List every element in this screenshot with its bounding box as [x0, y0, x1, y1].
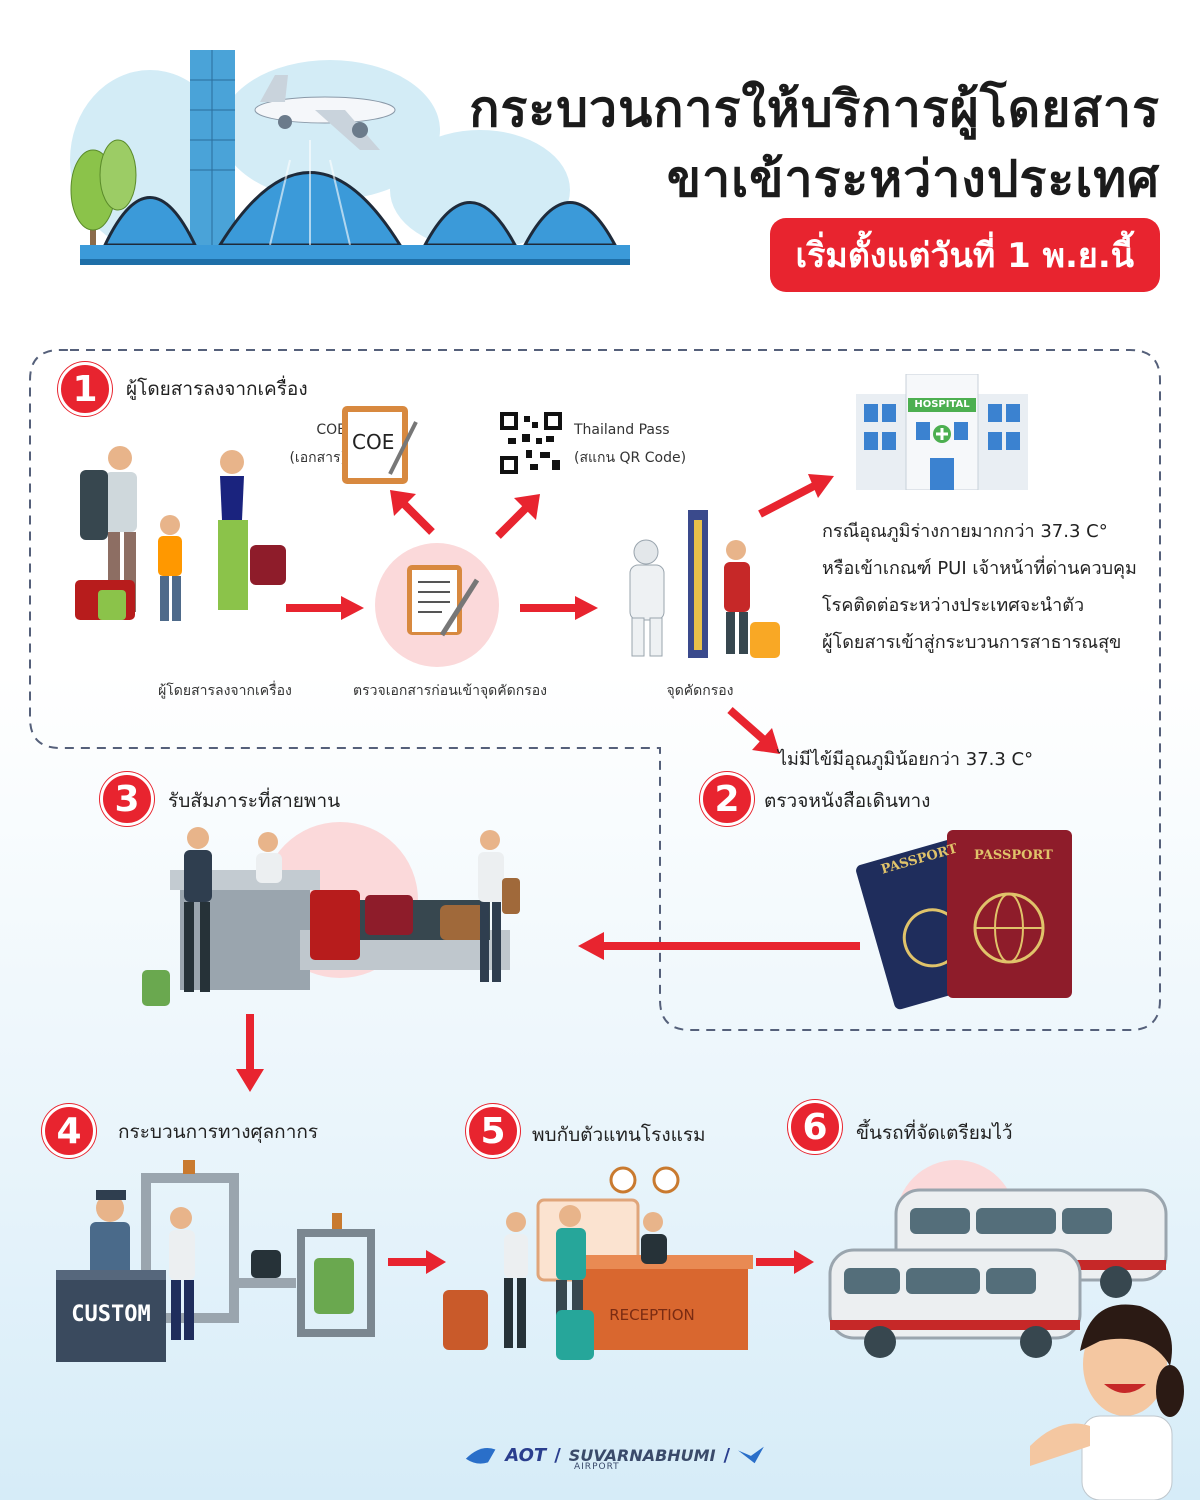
document-check-icon	[375, 543, 499, 667]
fever-note-line: กรณีอุณภูมิร่างกายมากกว่า 37.3 C°	[822, 521, 1108, 542]
flow-arrow-up-left	[390, 490, 435, 535]
coe-document-text: COE	[352, 430, 395, 454]
logo-divider: /	[554, 1444, 561, 1466]
step-2-number: 2	[700, 772, 754, 826]
step-3-number: 3	[100, 772, 154, 826]
flow-arrow-down	[236, 1014, 264, 1092]
step-6-number: 6	[788, 1100, 842, 1154]
step-1-number: 1	[58, 362, 112, 416]
van-icon	[828, 1248, 1082, 1358]
hotel-reception-illustration	[443, 1166, 753, 1360]
step-2-label: ตรวจหนังสือเดินทาง	[764, 790, 931, 812]
passengers-illustration	[75, 446, 286, 621]
coe-sublabel: (เอกสาร)	[289, 450, 346, 466]
aot-logo-text: AOT	[505, 1444, 547, 1466]
step-5-number: 5	[466, 1104, 520, 1158]
caption-screening: จุดคัดกรอง	[666, 683, 734, 699]
flow-arrow	[520, 596, 598, 620]
page-title-line1: กระบวนการให้บริการผู้โดยสาร	[469, 80, 1160, 138]
fever-note-line: ผู้โดยสารเข้าสู่กระบวนการสาธารณสุข	[822, 632, 1122, 653]
start-date-badge: เริ่มตั้งแต่วันที่ 1 พ.ย.นี้	[769, 218, 1160, 292]
step-5-label: พบกับตัวแทนโรงแรม	[532, 1124, 706, 1146]
thailand-pass-sublabel: (สแกน QR Code)	[574, 450, 687, 466]
airport-staff-character	[1030, 1304, 1184, 1500]
caption-document-check: ตรวจเอกสารก่อนเข้าจุดคัดกรอง	[353, 683, 547, 699]
airplane-icon	[254, 75, 396, 150]
passport-back-text: PASSPORT	[974, 848, 1053, 863]
flow-arrow-left	[578, 932, 860, 960]
thailand-pass-label: Thailand Pass	[574, 422, 670, 438]
passports-icon	[856, 830, 1072, 1010]
flow-arrow-up-right	[495, 494, 540, 539]
coe-document-icon	[342, 406, 418, 484]
airport-logo-subtext: AIRPORT	[574, 1462, 620, 1472]
page-title-line2: ขาเข้าระหว่างประเทศ	[666, 150, 1160, 208]
logo-divider: /	[723, 1444, 731, 1466]
tree-icon	[70, 139, 137, 260]
step-1-label: ผู้โดยสารลงจากเครื่อง	[126, 378, 308, 400]
baggage-claim-illustration	[142, 822, 520, 1006]
fever-note: กรณีอุณภูมิร่างกายมากกว่า 37.3 C° หรือเข…	[822, 513, 1162, 661]
airport-illustration	[70, 50, 630, 265]
caption-passengers: ผู้โดยสารลงจากเครื่อง	[158, 683, 292, 699]
customs-sign: CUSTOM	[62, 1292, 160, 1336]
aot-logo-icon	[465, 1447, 496, 1464]
qr-code-icon	[500, 412, 562, 474]
hospital-icon	[856, 374, 1028, 490]
footer-logos: AOT / SUVARNABHUMI /	[464, 1430, 764, 1480]
fever-note-line: หรือเข้าเกณฑ์ PUI เจ้าหน้าที่ด่านควบคุม	[822, 558, 1137, 579]
step-4-label: กระบวนการทางศุลกากร	[118, 1121, 319, 1143]
step-4-number: 4	[42, 1104, 96, 1158]
hospital-sign: HOSPITAL	[914, 399, 970, 410]
step-3-label: รับสัมภาระที่สายพาน	[168, 790, 341, 812]
suvarnabhumi-bird-icon	[738, 1446, 764, 1464]
customs-illustration	[56, 1160, 375, 1362]
fever-note-line: โรคติดต่อระหว่างประเทศจะนำตัว	[822, 595, 1085, 616]
step-6-label: ขึ้นรถที่จัดเตรียมไว้	[856, 1122, 1013, 1144]
flow-arrow	[756, 1250, 814, 1274]
screening-illustration	[629, 510, 780, 658]
flow-arrow	[286, 596, 364, 620]
vans-illustration	[828, 1160, 1168, 1358]
no-fever-note: ไม่มีไข้มีอุณภูมิน้อยกว่า 37.3 C°	[778, 749, 1034, 770]
flow-arrow	[388, 1250, 446, 1274]
flow-arrow-to-hospital	[758, 474, 834, 518]
suvarnabhumi-logo-text: SUVARNABHUMI	[568, 1445, 716, 1465]
coe-label: COE	[316, 422, 346, 438]
reception-sign: RECEPTION	[609, 1306, 695, 1324]
flow-arrow-down-right	[727, 707, 780, 754]
